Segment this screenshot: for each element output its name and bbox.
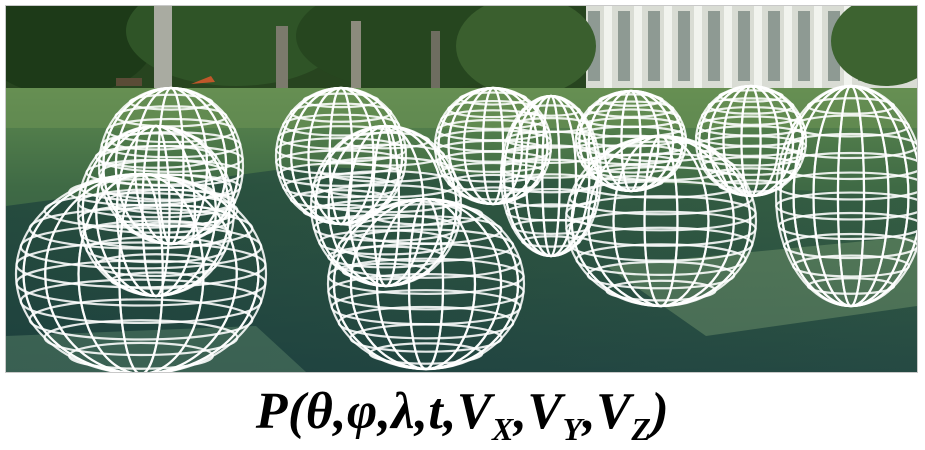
caption-comma: , [333, 383, 347, 440]
caption-sub-y: Y [562, 411, 583, 447]
caption-comma: , [443, 383, 457, 440]
caption-theta: θ [305, 383, 334, 440]
wireframe-sphere [564, 134, 758, 308]
caption-comma: , [513, 383, 528, 440]
parameter-caption: P(θ,φ,λ,t,VX,VY,VZ) [0, 380, 925, 446]
caption-sub-x: X [492, 411, 514, 447]
wireframe-sphere [14, 172, 268, 372]
wireframe-spheres-group [14, 84, 917, 372]
lawn-photo-with-wireframe-spheres [5, 5, 918, 373]
caption-vy: V [527, 383, 563, 440]
caption-sub-z: Z [631, 411, 652, 447]
wireframe-sphere [774, 84, 917, 308]
wireframe-sphere [326, 197, 526, 371]
caption-p: P( [255, 383, 306, 440]
wireframe-sphere [274, 86, 408, 226]
caption-comma: , [377, 383, 392, 440]
caption-phi: φ [346, 383, 378, 440]
caption-comma: , [582, 383, 597, 440]
caption-lambda: λ [391, 383, 415, 440]
caption-vx: V [456, 383, 493, 440]
caption-vz: V [596, 383, 632, 440]
trees [6, 6, 917, 101]
wireframe-sphere [309, 124, 463, 288]
caption-t: t [428, 383, 444, 440]
caption-comma: , [414, 383, 429, 440]
caption-close: ) [651, 383, 670, 440]
